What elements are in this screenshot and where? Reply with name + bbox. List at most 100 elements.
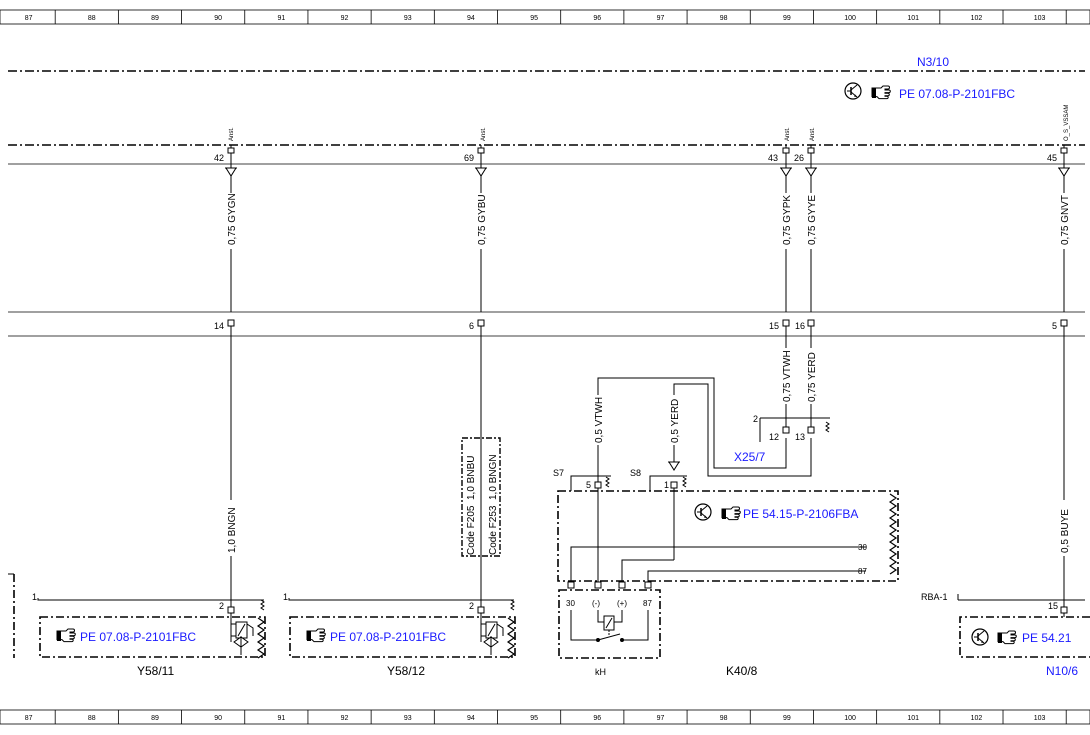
ruler-column-number: 87 bbox=[25, 715, 33, 722]
ruler-column-number: 94 bbox=[467, 15, 475, 22]
y58-12-reference-link[interactable]: PE 07.08-P-2101FBC bbox=[330, 630, 446, 644]
y58-11-label: Y58/11 bbox=[137, 664, 174, 678]
lower-wires bbox=[230, 326, 1065, 608]
hand-pointer-icon bbox=[56, 628, 76, 643]
pin-number: 13 bbox=[795, 432, 805, 442]
ruler-column-number: 97 bbox=[657, 715, 665, 722]
code-label: Code F205 bbox=[466, 505, 477, 555]
rba-label: RBA-1 bbox=[921, 592, 948, 602]
ruler-column-number: 87 bbox=[25, 15, 33, 22]
wire-label: 0,75 YERD bbox=[807, 352, 818, 402]
relay-kh-label: kH bbox=[595, 667, 606, 677]
n3-10-reference-link[interactable]: PE 07.08-P-2101FBC bbox=[899, 87, 1015, 101]
s8-label: S8 bbox=[630, 468, 641, 478]
ruler-column-number: 95 bbox=[530, 15, 538, 22]
ruler-column-number: 98 bbox=[720, 15, 728, 22]
relay-pin: 87 bbox=[643, 599, 652, 608]
n3-10-pins: 42 69 43 26 45 bbox=[214, 153, 1057, 163]
connector-triangle bbox=[1057, 167, 1071, 177]
ruler-column-number: 91 bbox=[277, 15, 285, 22]
pin-tag: Anst. bbox=[481, 127, 487, 141]
break-zigzag bbox=[888, 493, 898, 575]
ruler-column-number: 96 bbox=[593, 15, 601, 22]
wire-label: 0,75 GYPK bbox=[782, 195, 793, 245]
pin-number: 15 bbox=[769, 321, 779, 331]
n3-10-label: N3/10 bbox=[917, 55, 949, 69]
ruler-column-number: 100 bbox=[844, 715, 856, 722]
wire-label: 1,0 BNBU bbox=[466, 456, 477, 500]
transistor-icon bbox=[971, 628, 989, 646]
wire-label: 0,5 YERD bbox=[670, 399, 681, 443]
ruler-column-number: 92 bbox=[341, 15, 349, 22]
y58-12-valve: 1 2 PE 07.08-P-2101FBC Y58/12 bbox=[283, 592, 516, 678]
ruler-column-number: 90 bbox=[214, 15, 222, 22]
transistor-icon bbox=[844, 82, 862, 100]
wire-label: 0,5 VTWH bbox=[594, 397, 605, 443]
ruler-column-number: 91 bbox=[277, 715, 285, 722]
k40-8-reference-link[interactable]: PE 54.15-P-2106FBA bbox=[743, 507, 858, 521]
n3-10-pin-tags: Anst. Anst. Anst. Anst. O_S_VSSAM bbox=[229, 105, 1070, 141]
break-zigzag bbox=[682, 476, 687, 488]
pin-number: 6 bbox=[469, 321, 474, 331]
pin-number: 12 bbox=[769, 432, 779, 442]
k40-8-module: S7 5 S8 1 PE 54.15-P-2106FBA 30 87 K40/8 bbox=[553, 468, 899, 678]
ruler-column-number: 90 bbox=[214, 715, 222, 722]
pin-number: 15 bbox=[1048, 601, 1058, 611]
ruler-column-number: 96 bbox=[593, 715, 601, 722]
ruler-column-number: 89 bbox=[151, 715, 159, 722]
x25-7-label: X25/7 bbox=[734, 450, 766, 464]
solenoid-valve-icon bbox=[230, 613, 254, 655]
hand-pointer-icon bbox=[997, 630, 1017, 645]
ruler-column-number: 103 bbox=[1034, 715, 1046, 722]
ruler-column-number: 95 bbox=[530, 715, 538, 722]
relay-pin: (+) bbox=[617, 599, 627, 608]
break-zigzag bbox=[825, 421, 830, 433]
pin-number: 14 bbox=[214, 321, 224, 331]
connector-triangle bbox=[804, 167, 818, 177]
ruler-column-number: 99 bbox=[783, 715, 791, 722]
pin-number: 42 bbox=[214, 153, 224, 163]
wire-label: 0,75 GYGN bbox=[227, 193, 238, 245]
line-30-label: 30 bbox=[858, 543, 867, 552]
relay-kh: 30 (-) (+) 87 kH bbox=[558, 581, 661, 677]
n10-6-reference-link[interactable]: PE 54.21 bbox=[1022, 631, 1072, 645]
wire-label: 0,75 GNVT bbox=[1060, 195, 1071, 245]
break-zigzag bbox=[256, 617, 266, 659]
ruler-column-number: 99 bbox=[783, 15, 791, 22]
ruler-column-number: 89 bbox=[151, 15, 159, 22]
s7-label: S7 bbox=[553, 468, 564, 478]
wire-label: 0,5 BUYE bbox=[1060, 509, 1071, 553]
n10-6-unit: RBA-1 15 PE 54.21 N10/6 bbox=[921, 592, 1090, 678]
wire-label: 1,0 BNGN bbox=[488, 454, 499, 500]
lower-wire-labels: 1,0 BNGN 0,5 BUYE 0,75 VTWH 0,75 YERD 0,… bbox=[224, 348, 1071, 556]
y58-11-valve: 1 2 PE 07.08-P-2101FBC Y58/11 bbox=[8, 573, 266, 678]
x25-7-connector: 2 12 13 X25/7 bbox=[734, 414, 830, 464]
relay-pin: 30 bbox=[566, 599, 575, 608]
pin-number: 26 bbox=[794, 153, 804, 163]
break-zigzag bbox=[510, 599, 515, 611]
connector-triangle bbox=[474, 167, 488, 177]
pin-number: 69 bbox=[464, 153, 474, 163]
middle-connector: 14 6 15 16 5 bbox=[8, 311, 1085, 337]
ruler-column-number: 98 bbox=[720, 715, 728, 722]
upper-wire-labels: 0,75 GYGN 0,75 GYBU 0,75 GYPK 0,75 GYYE … bbox=[224, 193, 1071, 249]
pin-number: 1 bbox=[283, 592, 288, 602]
pin-number: 2 bbox=[469, 601, 474, 611]
relay-pin: (-) bbox=[592, 599, 600, 608]
k40-8-label: K40/8 bbox=[726, 664, 758, 678]
code-label: Code F253 bbox=[488, 505, 499, 555]
pin-number: 1 bbox=[32, 592, 37, 602]
ruler-column-number: 102 bbox=[971, 15, 983, 22]
hand-pointer-icon bbox=[721, 506, 741, 521]
n3-10-connectors bbox=[227, 145, 1068, 168]
connector-triangle bbox=[779, 167, 793, 177]
transistor-icon bbox=[694, 503, 712, 521]
hand-pointer-icon bbox=[306, 628, 326, 643]
wire-label: 0,75 GYBU bbox=[477, 194, 488, 245]
break-zigzag bbox=[260, 599, 265, 611]
y58-11-reference-link[interactable]: PE 07.08-P-2101FBC bbox=[80, 630, 196, 644]
ruler-column-number: 93 bbox=[404, 715, 412, 722]
